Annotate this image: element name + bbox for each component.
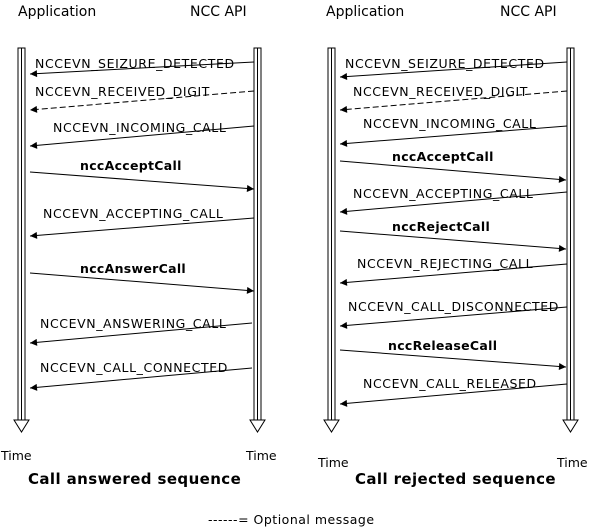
message-label: NCCEVN_RECEIVED_DIGIT xyxy=(353,84,528,99)
message-arrow xyxy=(339,160,567,183)
message-arrow-optional xyxy=(29,90,255,113)
message-arrow xyxy=(339,383,568,407)
message-label: NCCEVN_INCOMING_CALL xyxy=(53,120,226,135)
message-label: NCCEVN_REJECTING_CALL xyxy=(357,256,533,271)
message-label: NCCEVN_INCOMING_CALL xyxy=(363,116,536,131)
message-label: NCCEVN_RECEIVED_DIGIT xyxy=(35,84,210,99)
right-messages: NCCEVN_SEIZURE_DETECTED NCCEVN_RECEIVED_… xyxy=(339,56,568,407)
message-arrow xyxy=(29,61,255,78)
message-label: nccRejectCall xyxy=(392,219,490,234)
message-label: NCCEVN_SEIZURE_DETECTED xyxy=(345,56,545,71)
lifeline-api-right xyxy=(562,47,579,433)
message-arrow xyxy=(29,217,255,239)
time-label-left-app: Time xyxy=(0,448,32,463)
message-label: NCCEVN_CALL_DISCONNECTED xyxy=(348,299,559,314)
message-arrow xyxy=(339,306,568,329)
message-arrow xyxy=(339,125,568,147)
message-label: nccAcceptCall xyxy=(80,158,182,173)
message-arrow-optional xyxy=(339,90,568,113)
message-arrow xyxy=(339,349,567,370)
message-label: nccReleaseCall xyxy=(388,338,497,353)
legend-text: = Optional message xyxy=(238,512,374,527)
message-arrow xyxy=(29,272,255,294)
left-messages: NCCEVN_SEIZURE_DETECTED NCCEVN_RECEIVED_… xyxy=(29,56,255,391)
message-label: nccAcceptCall xyxy=(392,149,494,164)
legend-dashes: ------ xyxy=(208,512,238,527)
lifeline-api-left xyxy=(249,47,266,433)
lifeline-app-left xyxy=(13,47,30,433)
message-arrow xyxy=(339,61,568,81)
time-label-left-api: Time xyxy=(245,448,277,463)
message-arrow xyxy=(339,230,567,252)
message-label: nccAnswerCall xyxy=(80,261,186,276)
message-label: NCCEVN_CALL_CONNECTED xyxy=(40,360,228,375)
message-arrow xyxy=(29,125,255,149)
legend-optional-message: ------= Optional message xyxy=(208,512,375,527)
message-label: NCCEVN_ACCEPTING_CALL xyxy=(43,206,224,221)
message-arrow xyxy=(339,191,568,215)
caption-call-answered: Call answered sequence xyxy=(28,470,241,488)
message-arrow xyxy=(29,322,253,346)
message-arrow xyxy=(29,367,253,391)
message-label: NCCEVN_CALL_RELEASED xyxy=(363,376,537,391)
header-application-left: Application xyxy=(18,4,96,20)
header-ncc-api-left: NCC API xyxy=(190,4,247,20)
message-label: NCCEVN_SEIZURE_DETECTED xyxy=(35,56,235,71)
time-label-right-app: Time xyxy=(317,455,349,470)
message-arrow xyxy=(339,263,568,286)
caption-call-rejected: Call rejected sequence xyxy=(355,470,556,488)
header-ncc-api-right: NCC API xyxy=(500,4,557,20)
message-arrow xyxy=(29,171,255,192)
header-application-right: Application xyxy=(326,4,404,20)
time-label-right-api: Time xyxy=(556,455,588,470)
lifeline-app-right xyxy=(323,47,340,433)
message-label: NCCEVN_ANSWERING_CALL xyxy=(40,316,226,331)
message-label: NCCEVN_ACCEPTING_CALL xyxy=(353,186,534,201)
